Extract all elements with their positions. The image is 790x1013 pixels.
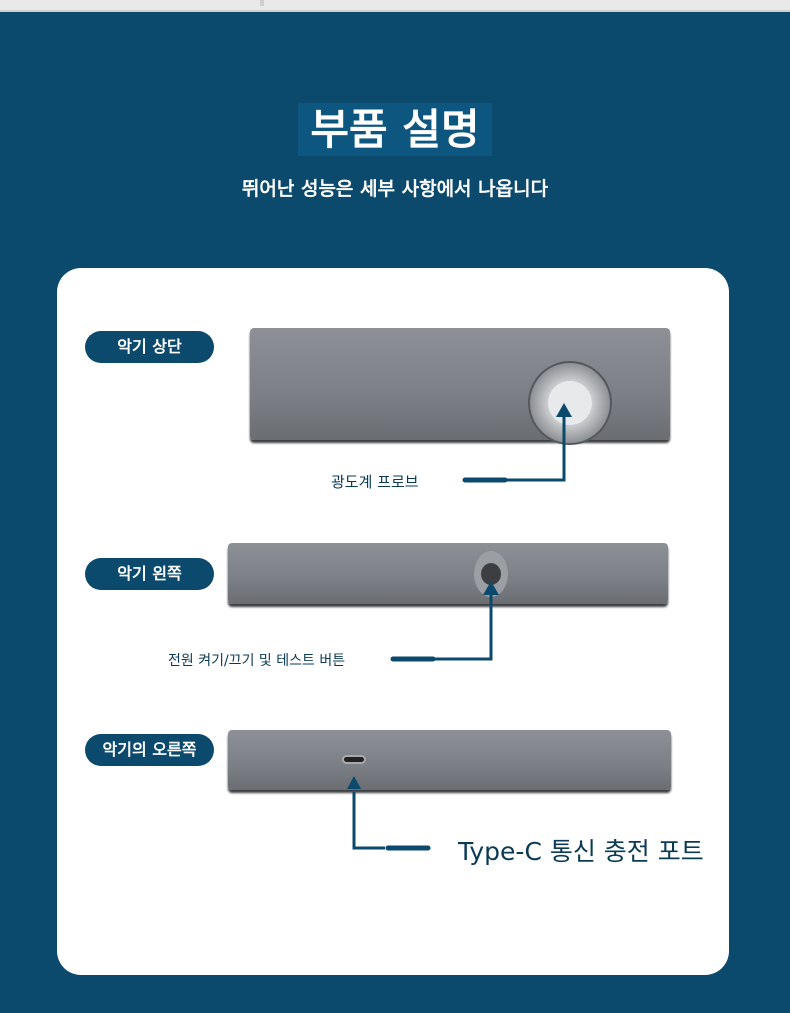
device-top-image: [250, 328, 670, 445]
browser-top-bar: [0, 0, 790, 12]
arrow-button: [483, 581, 499, 595]
callout-line-probe: [505, 410, 566, 482]
part-label-probe: 광도계 프로브: [331, 473, 419, 491]
device-right-image: [228, 730, 671, 790]
part-label-port: Type-C 통신 충전 포트: [458, 837, 704, 866]
callout-line-button: [435, 588, 493, 661]
divider: [260, 0, 264, 6]
section-label-left: 악기 왼쪽: [85, 558, 214, 590]
section-label-right: 악기의 오른쪽: [85, 734, 214, 766]
part-label-button: 전원 켜기/끄기 및 테스트 버튼: [168, 653, 346, 669]
usb-c-port: [342, 755, 366, 764]
photometer-probe-lens: [528, 361, 612, 445]
page-title: 부품 설명: [0, 96, 790, 157]
arrow-port: [347, 776, 361, 789]
arrow-probe: [556, 403, 572, 417]
device-left-image: [228, 543, 668, 604]
callout-line-port: [352, 792, 385, 850]
page-subtitle: 뛰어난 성능은 세부 사항에서 나옵니다: [241, 178, 549, 200]
page-title-text: 부품 설명: [298, 103, 492, 156]
section-label-top: 악기 상단: [85, 331, 214, 363]
